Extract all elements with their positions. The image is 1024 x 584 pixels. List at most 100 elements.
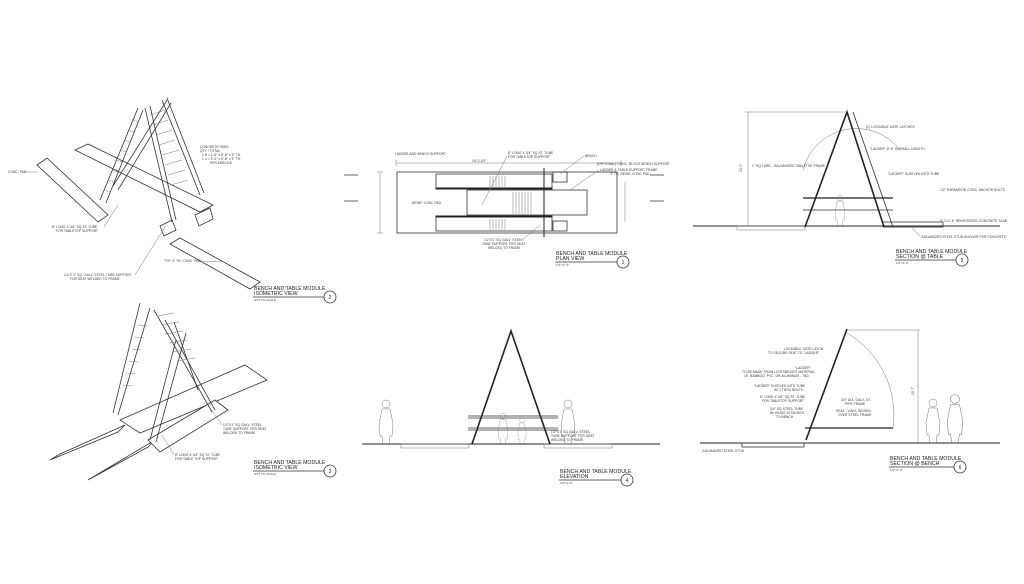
note-latch-2: TO SECURE SEAT TO "LADDER" — [768, 351, 819, 355]
note-ladder-1: "LADDER" — [795, 366, 811, 370]
ladder-left — [112, 302, 187, 443]
note-reinf: REINF. CONC PAD — [412, 201, 442, 205]
view-scale: 1/2"=1'-0" — [890, 468, 903, 472]
note-seat-2: FOR SEAT WELDED TO FRAME — [70, 277, 120, 281]
note-sq-1: 3/4" SQ STEEL TUBE — [770, 407, 803, 411]
note-seat-1: 1/2"X1" SQ GALV. STEEL — [551, 430, 590, 434]
note-tube-1: 8" LONG X 3/4" SQ ST. TUBE — [175, 453, 220, 457]
note-ladder: LADDER AND BENCH SUPPORT — [395, 152, 446, 156]
note-sleeve: "LADDER" SLEEVED INTO TUBE — [888, 172, 939, 176]
ladder-right — [144, 97, 205, 223]
view-title: BENCH AND TABLE MODULE — [254, 460, 326, 466]
ladder-left — [99, 99, 172, 204]
note-tube-2: FOR TABLE TOP SUPPORT — [175, 457, 218, 461]
view-subtitle: ISOMETRIC VIEW — [254, 291, 298, 297]
view-subtitle: SECTION @ BENCH — [890, 461, 940, 467]
person-silhouette — [517, 417, 527, 445]
elevation-view-4: 1/2"X1" SQ GALV. STEEL TUBE SUPPORT FOR … — [362, 328, 660, 487]
person-silhouette — [378, 399, 394, 445]
view-subtitle: SECTION @ TABLE — [896, 254, 944, 260]
view-scale: 1/2"=1'-0" — [556, 263, 569, 267]
dim-height: 10'-7" — [739, 163, 743, 172]
note-pads-b: 1 4 = 3'-0" x 5'-8" x 3" TH. — [202, 157, 241, 161]
note-pads-title: CONCRETE PADS — [200, 145, 229, 149]
view-number: 3 — [329, 469, 332, 475]
section-bench-view-6: 10'-7" LOCKABLE GATE LATCH TO SECURE SEA… — [700, 328, 1000, 474]
note-frame: LADDER & TABLE SUPPORT FRAME — [600, 168, 658, 172]
note-latch: (2) LOCKABLE GATE LATCHES — [866, 125, 915, 129]
note-seat-1: SEAT - VINYL WOVEN — [836, 409, 871, 413]
ladder-right — [153, 309, 216, 413]
view-subtitle: ELEVATION — [560, 474, 589, 480]
note-seat-2: TUBE SUPPORT FOR SEAT — [551, 434, 594, 438]
view-title-block-4: BENCH AND TABLE MODULE ELEVATION 1/2"=1'… — [559, 469, 634, 487]
note-seat-3: WELDED TO FRAME — [223, 431, 255, 435]
person-silhouette — [947, 394, 963, 444]
note-sq-2: W/ HINGE ATTACHED — [770, 411, 805, 415]
person-silhouette — [834, 195, 846, 227]
note-tube-1: 8" LONG X 3/4" SQ ST. TUBE — [52, 225, 97, 229]
view-number: 2 — [329, 295, 332, 301]
concrete-pads — [36, 143, 261, 290]
view-title-block-1: BENCH AND TABLE MODULE PLAN VIEW 1/2"=1'… — [555, 251, 630, 269]
view-number: 4 — [626, 478, 629, 484]
view-scale: 1/2"=1'-0" — [896, 261, 909, 265]
view-title-block-5: BENCH AND TABLE MODULE SECTION @ TABLE 1… — [895, 249, 969, 267]
note-seat-2: OVER STEEL FRAME — [838, 413, 872, 417]
note-seat-3: WELDED TO FRAME — [551, 438, 583, 442]
note-ladder-3: I.E. BAMBOO, PVC, OR ALUMINUM - TBD — [744, 374, 809, 378]
note-ladder-2: TO BE MADE FROM LIGHTWEIGHT MATERIAL — [742, 370, 815, 374]
note-stud: GALVANIZED STEEL STUD ANCHOR FOR CONCRET… — [921, 235, 1006, 239]
view-scale: NOT TO SCALE — [254, 472, 276, 476]
note-pipe-2: PIPE FRAME — [845, 402, 865, 406]
view-title: BENCH AND TABLE MODULE — [254, 286, 326, 292]
isometric-view-3: 1/2"X1" SQ GALV. STEEL TUBE SUPPORT FOR … — [49, 302, 337, 481]
note-seat-1: 1/2"X 1" SQ. GALV. STEEL TUBE SUPPORT — [64, 273, 132, 277]
view-number: 5 — [961, 258, 964, 264]
note-conc-pad: CONC. PAD — [8, 170, 27, 174]
view-title-block-6: BENCH AND TABLE MODULE SECTION @ BENCH 1… — [889, 456, 967, 474]
view-title: BENCH AND TABLE MODULE — [896, 249, 968, 255]
note-tube: 1" SQ TUBE - GALVANIZED TABLETOP FRAME — [752, 164, 825, 168]
note-tube-2: FOR TABLETOP SUPPORT — [762, 399, 804, 403]
note-pads-per: PER MODULE — [210, 161, 232, 165]
dim-height: 10'-7" — [911, 386, 915, 395]
note-slab: 3" CLC 6" REINFORCED CONCRETE SLAB — [940, 219, 1007, 223]
view-number: 1 — [622, 260, 625, 266]
view-title: BENCH AND TABLE MODULE — [890, 456, 962, 462]
note-seat-1: 1/2"X1" SQ GALV. STEEL — [223, 423, 262, 427]
view-subtitle: ISOMETRIC VIEW — [254, 465, 298, 471]
note-pad: 3" TH. REINF. CONC PAD — [610, 172, 650, 176]
note-seat-3: WELDED TO FRAME — [488, 246, 520, 250]
note-tube-1: 8" LONG X 3/4" SQ ST. TUBE — [508, 151, 553, 155]
note-seat-2: TUBE SUPPORT FOR SEAT — [482, 242, 525, 246]
note-pipe-1: 3/4" DIA. GALV. ST. — [841, 398, 871, 402]
section-table-view-5: 10'-7" (2) LOCKABLE GATE LATCHES "LADDER… — [693, 109, 1007, 267]
plan-view-1: 16'-0 1/2" LADDER AND BENCH SUPPORT 8" L… — [344, 151, 670, 269]
note-seat-1: 1/2"X1" SQ GALV. STEEL — [484, 238, 523, 242]
note-sleeve-1: "LADDER" SLEEVED INTO TUBE — [754, 384, 805, 388]
view-number: 6 — [959, 465, 962, 471]
view-title-block-2: BENCH AND TABLE MODULE ISOMETRIC VIEW NO… — [253, 286, 337, 304]
dim-total: 16'-0 1/2" — [472, 159, 486, 163]
note-bench: BENCH — [585, 154, 597, 158]
view-scale: NOT TO SCALE — [254, 298, 276, 302]
view-scale: 1/2"=1'-0" — [560, 481, 573, 485]
note-anchor: 1/2" EXPANSION CONC. ANCHOR BOLTS — [940, 188, 1005, 192]
note-latch-1: LOCKABLE GATE LATCH — [784, 347, 824, 351]
note-sq-3: TO BENCH — [776, 415, 794, 419]
note-ladder: "LADDER" 8'-6" OVERALL LENGTH — [870, 147, 925, 151]
view-title: BENCH AND TABLE MODULE — [556, 251, 628, 257]
note-pads-a: 2 8 = 1'-6" x 5'-8" x 3" TH. — [202, 153, 241, 157]
note-stud: GALVANIZED STEEL STUD — [702, 449, 745, 453]
view-title: BENCH AND TABLE MODULE — [560, 469, 632, 475]
note-typ-pad: TYP. 3" TH. CONC. PAD — [164, 259, 201, 263]
note-tube-2: FOR TABLETOP SUPPORT — [56, 229, 98, 233]
view-title-block-3: BENCH AND TABLE MODULE ISOMETRIC VIEW NO… — [253, 460, 337, 478]
view-subtitle: PLAN VIEW — [556, 256, 584, 262]
note-tube-2: FOR TABLETOP SUPPORT — [508, 155, 550, 159]
note-sleeve-2: W/ 2 THRU BOLTS — [774, 388, 803, 392]
person-silhouette — [925, 398, 941, 444]
note-tube-1: 8" LONG X 3/4" SQ ST. TUBE — [760, 395, 805, 399]
